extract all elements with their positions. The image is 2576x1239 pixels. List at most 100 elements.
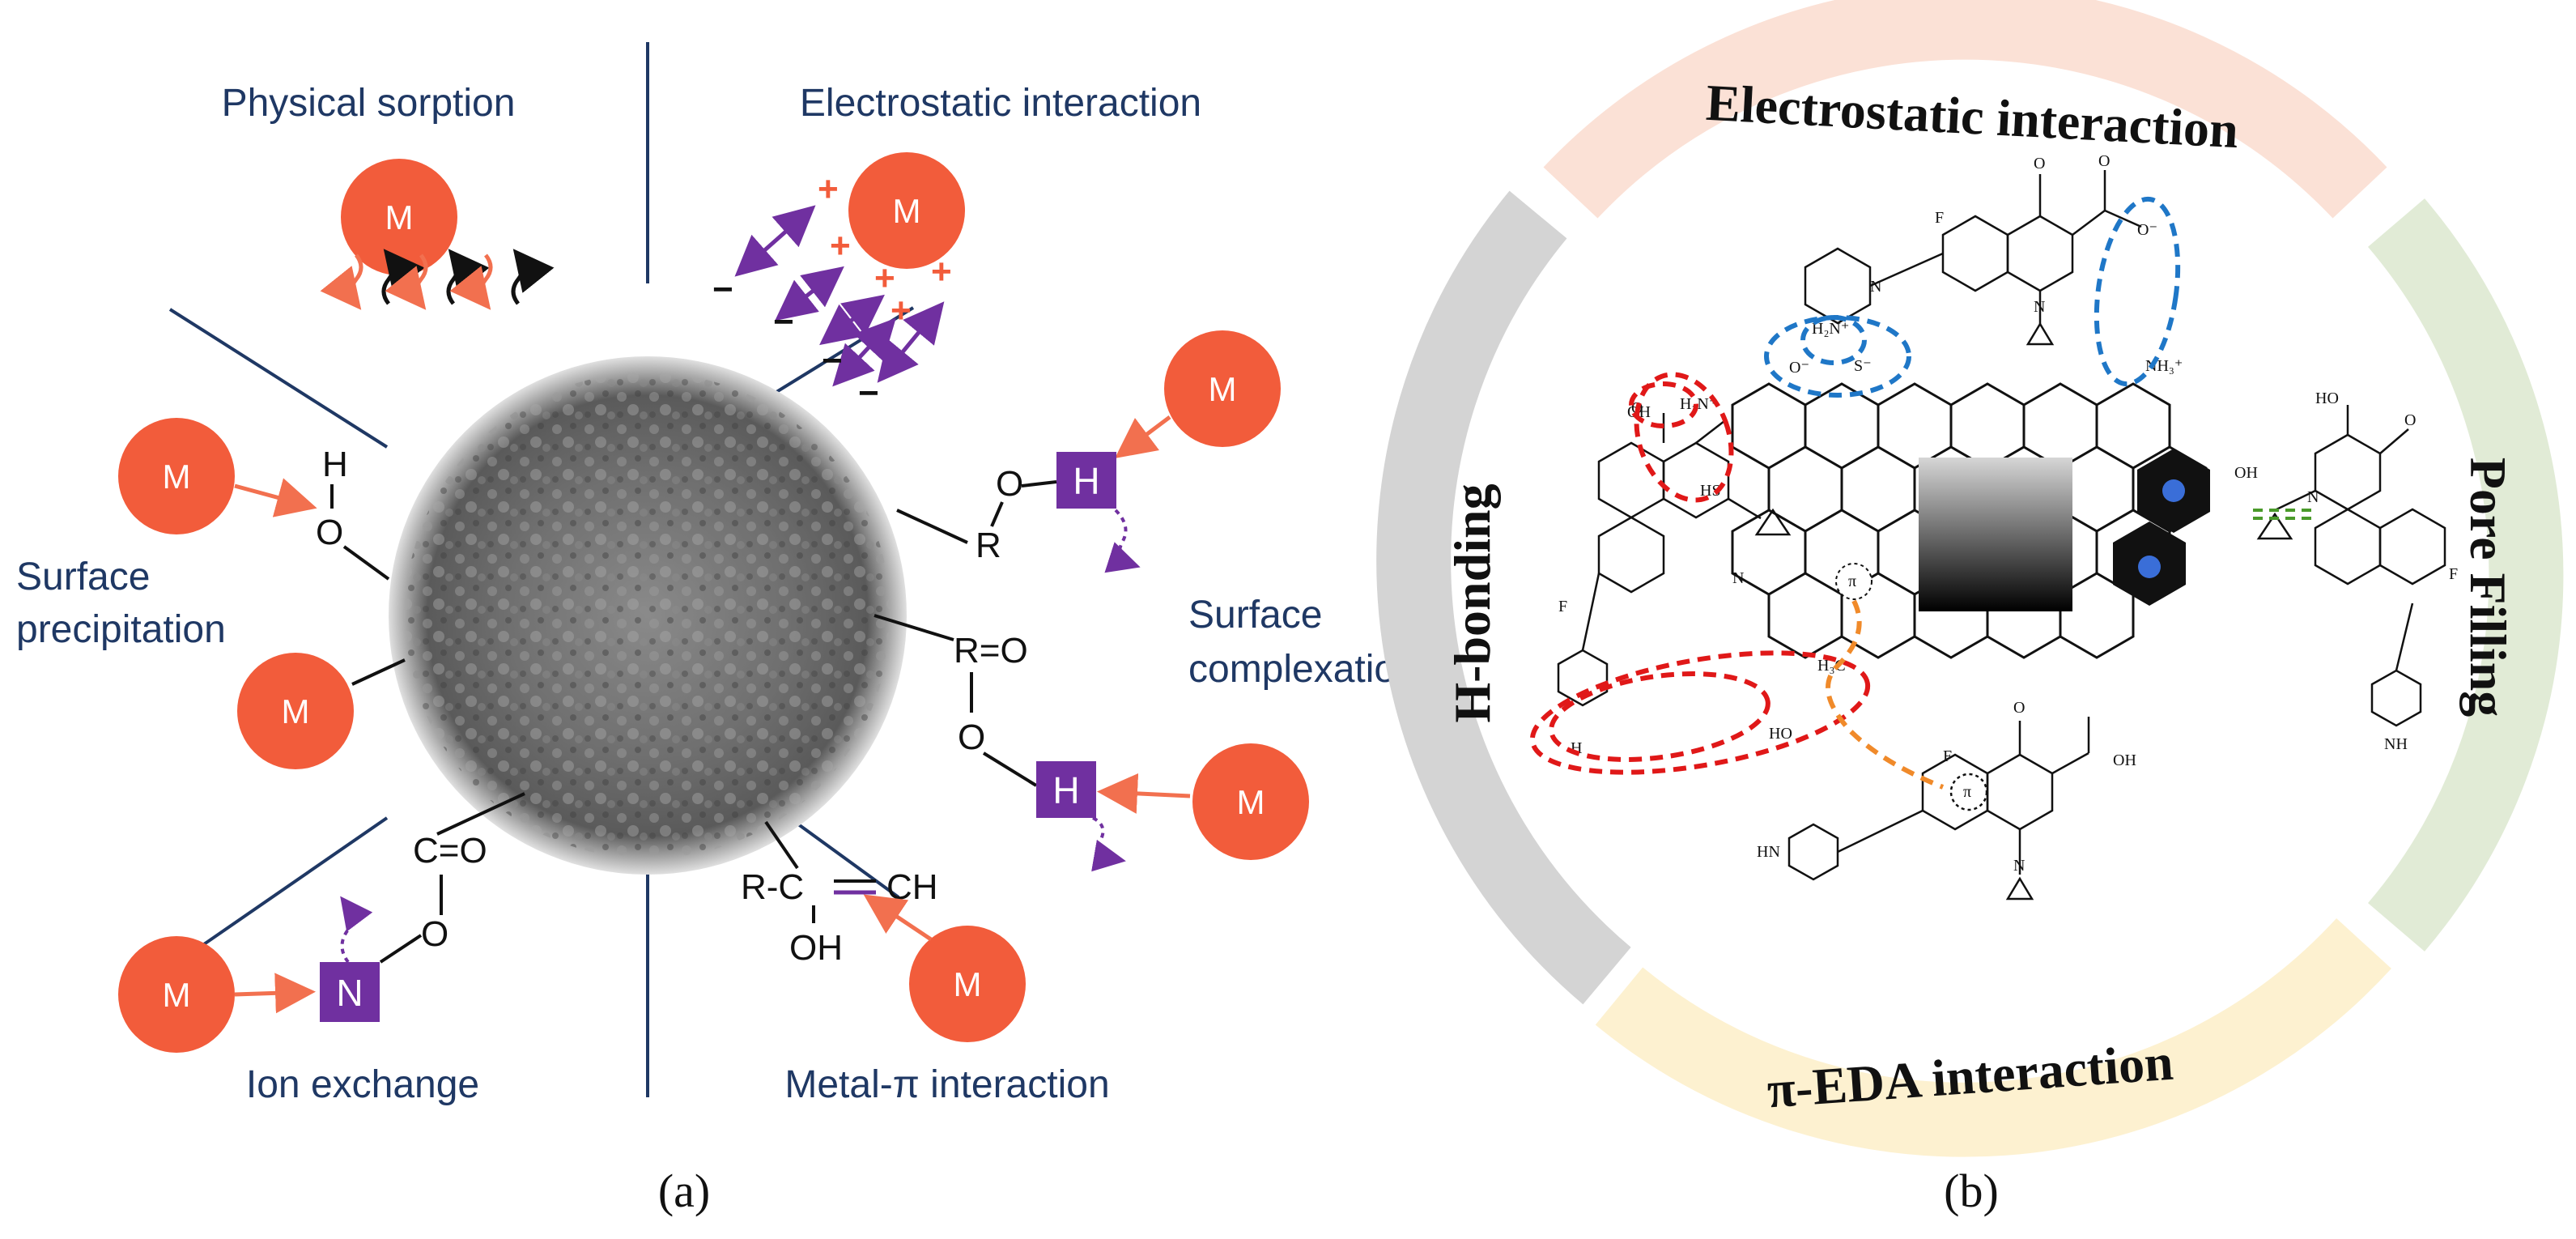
- metal-ion-label: M: [385, 198, 414, 236]
- n-box-label: N: [336, 972, 363, 1014]
- quinolone-bottom: [1787, 717, 2090, 901]
- quinolone-top: [1804, 170, 2142, 346]
- atom-F: F: [1935, 209, 1944, 227]
- surface-complexation-lower: R=O O H M: [874, 614, 1309, 872]
- h-bond-highlight: [1629, 381, 1698, 428]
- ring: [1376, 0, 2564, 1157]
- quinolone-right: [2256, 405, 2446, 727]
- ring-label-h-bonding: H-bonding: [1443, 483, 1501, 722]
- atom-O: O: [2013, 699, 2025, 717]
- atom-O: O: [2404, 411, 2416, 429]
- plus-sign: +: [818, 169, 839, 209]
- atom-N: N: [2034, 298, 2045, 316]
- metal-ion: [237, 653, 354, 769]
- atom-O-minus: O⁻: [2137, 221, 2157, 239]
- h-box-label: H: [1052, 769, 1079, 811]
- pi-eda-connector: [1826, 599, 1945, 790]
- label-surface-precipitation-2: precipitation: [16, 608, 226, 651]
- metal-pi-group: R-C CH OH M: [741, 820, 1026, 1042]
- atom-F: F: [2449, 565, 2458, 583]
- atom-F: F: [1558, 598, 1567, 615]
- atom-H3C: H₃C: [1817, 657, 1846, 675]
- chem-O: O: [958, 717, 985, 757]
- metal-ion: [848, 152, 965, 269]
- adsorbate-dot: [2162, 479, 2185, 502]
- atom-OH: OH: [2113, 751, 2136, 769]
- adsorbate-dot: [2138, 556, 2161, 578]
- panel-a: Physical sorption Electrostatic interact…: [16, 42, 1418, 1217]
- electrostatic-highlight: [1764, 315, 1911, 398]
- metal-ion-label: M: [1209, 370, 1237, 408]
- plus-sign: +: [874, 258, 895, 298]
- graphene-sheet: [1731, 382, 2208, 659]
- ring-segment-right: [2367, 198, 2564, 952]
- chem-R-double-O: R=O: [954, 631, 1028, 671]
- chem-O: O: [316, 513, 343, 552]
- pi-marker: [1835, 563, 1872, 600]
- metal-ion-label: M: [954, 965, 982, 1003]
- minus-sign: −: [773, 302, 794, 342]
- metal-ion-label: M: [163, 458, 191, 496]
- atom-pi: π: [1848, 573, 1856, 590]
- atom-N: N: [2013, 857, 2025, 875]
- chem-O: O: [421, 914, 448, 954]
- ring-label-pore-filling: Pore Filling: [2459, 458, 2517, 717]
- electrostatic-group: M + + + + + − − − −: [712, 152, 965, 413]
- atom-O: O: [2034, 155, 2045, 172]
- metal-ion: [1192, 743, 1309, 860]
- h-box: [1036, 761, 1096, 818]
- atom-HS: HS: [1700, 482, 1721, 500]
- chem-C-double-O: C=O: [413, 831, 487, 871]
- metal-ion: [118, 936, 235, 1053]
- atom-NH2-plus: H₂N⁺: [1680, 395, 1717, 413]
- plus-sign: +: [891, 291, 912, 330]
- caption-a: (a): [658, 1164, 710, 1217]
- metal-ion: [1164, 330, 1281, 447]
- label-electrostatic-interaction: Electrostatic interaction: [800, 82, 1201, 125]
- physical-sorption-group: M: [320, 159, 555, 310]
- quinolone-left: [1557, 413, 1792, 707]
- metal-ion-label: M: [282, 692, 310, 730]
- ring-segment-top: [1543, 0, 2387, 219]
- chem-OH: OH: [789, 928, 843, 968]
- metal-ion-label: M: [163, 976, 191, 1014]
- chem-O: O: [996, 464, 1023, 504]
- minus-sign: −: [858, 373, 879, 413]
- ion-exchange-group: M N O C=O: [118, 792, 525, 1053]
- atom-O: O: [2098, 152, 2110, 170]
- chem-R-C: R-C: [741, 867, 804, 907]
- atom-NH: NH: [2384, 735, 2408, 753]
- atom-HO: HO: [1769, 725, 1792, 743]
- atom-NH2-plus: H₂N⁺: [1812, 320, 1849, 338]
- h-box: [1056, 452, 1116, 509]
- atom-HN: HN: [1757, 843, 1780, 861]
- atom-pi: π: [1963, 783, 1971, 801]
- plus-sign: +: [931, 252, 952, 292]
- h-box-label: H: [1073, 460, 1099, 502]
- metal-ion: [909, 926, 1026, 1042]
- atom-O-minus: O⁻: [1789, 359, 1809, 377]
- minus-sign: −: [712, 270, 733, 309]
- h-bond-highlight: [1549, 671, 1770, 762]
- label-physical-sorption: Physical sorption: [222, 82, 516, 125]
- metal-ion-label: M: [1237, 783, 1265, 821]
- surface-precipitation-group: M H O M: [118, 418, 406, 769]
- label-metal-pi-interaction: Metal-π interaction: [784, 1063, 1109, 1106]
- metal-ion-label: M: [893, 192, 921, 230]
- sem-particle: [389, 356, 907, 875]
- atom-S-minus: S⁻: [1854, 357, 1872, 375]
- label-surface-complexation-2: complexation: [1188, 648, 1418, 691]
- label-surface-complexation-1: Surface: [1188, 594, 1322, 637]
- surface-complexation-upper: M O H R: [896, 330, 1281, 573]
- minus-sign: −: [822, 341, 843, 381]
- chem-H: H: [322, 445, 348, 484]
- atom-N: N: [2307, 488, 2319, 506]
- label-surface-precipitation-1: Surface: [16, 556, 150, 598]
- atom-F: F: [1943, 747, 1952, 765]
- atom-OH: OH: [2234, 464, 2258, 482]
- ring-segment-bottom: [1595, 918, 2391, 1157]
- ring-segment-left: [1376, 190, 1631, 1005]
- chem-CH: CH: [886, 867, 938, 907]
- pore-region: [1919, 458, 2072, 611]
